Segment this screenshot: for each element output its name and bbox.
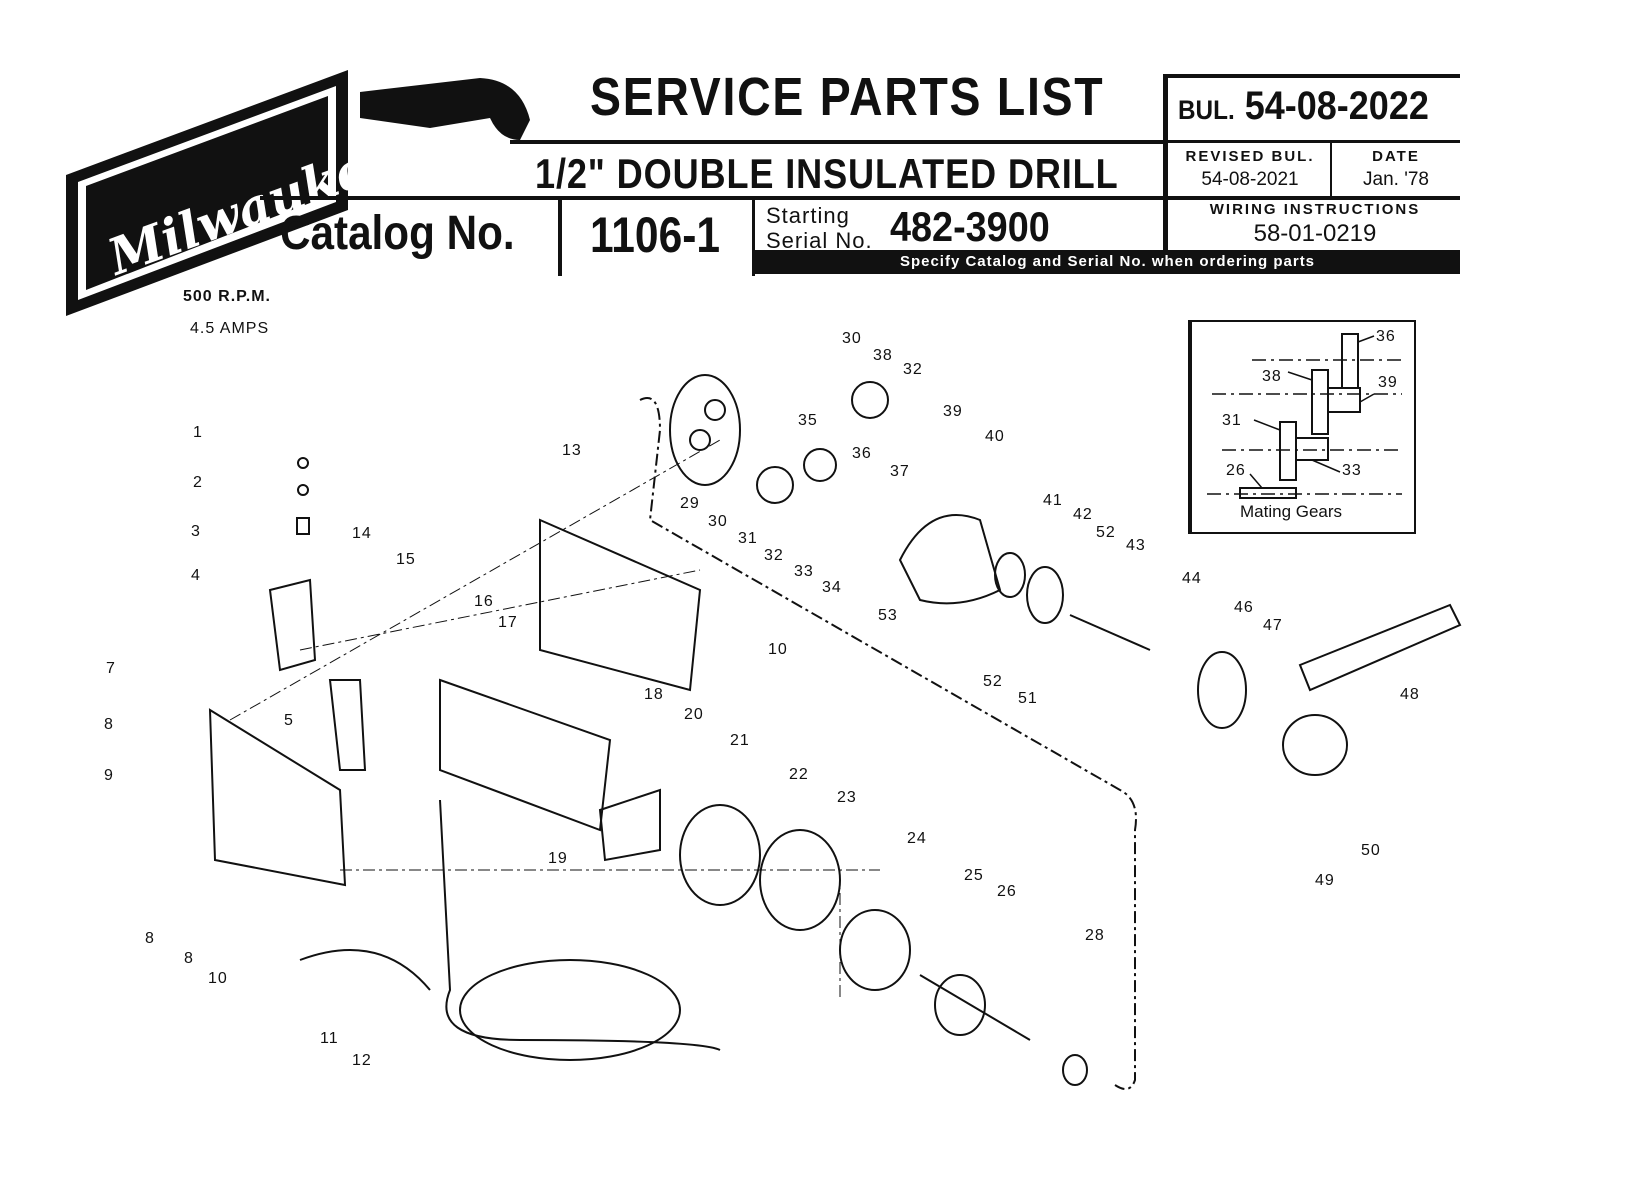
part-callout-number: 30 xyxy=(842,330,862,347)
part-callout-number: 4 xyxy=(191,567,201,584)
revised-value: 54-08-2021 xyxy=(1201,169,1299,190)
part-callout-number: 48 xyxy=(1400,686,1420,703)
divider xyxy=(558,196,562,276)
inset-label: 26 xyxy=(1226,462,1246,479)
part-callout-number: 35 xyxy=(798,412,818,429)
inset-label: 31 xyxy=(1222,412,1242,429)
part-callout-number: 10 xyxy=(208,970,228,987)
part-callout-number: 51 xyxy=(1018,690,1038,707)
bulletin-value: 54-08-2022 xyxy=(1244,84,1429,128)
date-value: Jan. '78 xyxy=(1363,169,1429,190)
part-callout-number: 52 xyxy=(1096,524,1116,541)
inset-label: 39 xyxy=(1378,374,1398,391)
part-callout-number: 30 xyxy=(708,513,728,530)
part-callout-number: 7 xyxy=(106,660,116,677)
part-callout-number: 14 xyxy=(352,525,372,542)
bulletin-prefix: BUL. xyxy=(1178,95,1235,125)
specify-note: Specify Catalog and Serial No. when orde… xyxy=(755,250,1460,274)
part-callout-number: 44 xyxy=(1182,570,1202,587)
part-callout-number: 20 xyxy=(684,706,704,723)
inset-label: 33 xyxy=(1342,462,1362,479)
wiring-label: WIRING INSTRUCTIONS xyxy=(1209,201,1421,218)
part-callout-number: 2 xyxy=(193,474,203,491)
part-callout-number: 46 xyxy=(1234,599,1254,616)
revised-label: REVISED BUL. xyxy=(1185,148,1315,165)
date-label: DATE xyxy=(1372,148,1420,165)
part-callout-number: 11 xyxy=(320,1030,339,1047)
part-callout-number: 13 xyxy=(562,442,582,459)
part-callout-number: 39 xyxy=(943,403,963,420)
part-callout-number: 12 xyxy=(352,1052,372,1069)
catalog-label: Catalog No. xyxy=(280,207,515,260)
divider xyxy=(1163,74,1168,252)
part-callout-number: 37 xyxy=(890,463,910,480)
divider xyxy=(510,140,1165,144)
divider xyxy=(1163,74,1460,78)
part-callout-number: 10 xyxy=(768,641,788,658)
part-callout-number: 26 xyxy=(997,883,1017,900)
part-callout-number: 18 xyxy=(644,686,664,703)
mating-gears-inset: 36 39 38 31 33 26 Mating Gears xyxy=(1188,320,1416,534)
part-callout-number: 16 xyxy=(474,593,494,610)
serial-label-line2: Serial No. xyxy=(766,228,873,253)
part-callout-number: 8 xyxy=(145,930,155,947)
page-title: SERVICE PARTS LIST xyxy=(590,67,1105,127)
part-callout-number: 17 xyxy=(498,614,518,631)
part-callout-number: 24 xyxy=(907,830,927,847)
part-callout-number: 5 xyxy=(284,712,294,729)
part-callout-number: 25 xyxy=(964,867,984,884)
part-callout-number: 33 xyxy=(794,563,814,580)
rpm-spec: 500 R.P.M. xyxy=(183,288,271,305)
milwaukee-logo: Milwaukee xyxy=(66,70,348,316)
part-callout-number: 41 xyxy=(1043,492,1063,509)
part-callout-number: 32 xyxy=(903,361,923,378)
part-callout-number: 15 xyxy=(396,551,416,568)
divider xyxy=(1330,140,1332,196)
part-callout-number: 38 xyxy=(873,347,893,364)
serial-label-line1: Starting xyxy=(766,203,850,228)
part-callout-number: 28 xyxy=(1085,927,1105,944)
part-callout-number: 49 xyxy=(1315,872,1335,889)
part-callout-number: 21 xyxy=(730,732,750,749)
part-callout-number: 19 xyxy=(548,850,568,867)
part-callout-number: 47 xyxy=(1263,617,1283,634)
divider xyxy=(1163,140,1460,143)
part-callout-number: 42 xyxy=(1073,506,1093,523)
inset-label: 36 xyxy=(1376,328,1396,345)
catalog-number: 1106-1 xyxy=(590,207,720,263)
part-callout-number: 8 xyxy=(104,716,114,733)
part-callout-number: 23 xyxy=(837,789,857,806)
part-callout-number: 52 xyxy=(983,673,1003,690)
part-callout-number: 43 xyxy=(1126,537,1146,554)
part-callout-number: 3 xyxy=(191,523,201,540)
part-callout-number: 29 xyxy=(680,495,700,512)
wiring-value: 58-01-0219 xyxy=(1253,220,1377,247)
part-callout-number: 34 xyxy=(822,579,842,596)
serial-label: Starting Serial No. xyxy=(766,203,873,253)
serial-number: 482-3900 xyxy=(890,203,1050,250)
part-callout-number: 22 xyxy=(789,766,809,783)
part-callout-number: 32 xyxy=(764,547,784,564)
part-callout-number: 9 xyxy=(104,767,114,784)
divider xyxy=(260,196,1460,200)
divider xyxy=(752,196,755,276)
product-subtitle: 1/2" DOUBLE INSULATED DRILL xyxy=(535,150,1119,197)
inset-label: 38 xyxy=(1262,368,1282,385)
bulletin-number: BUL. 54-08-2022 xyxy=(1178,84,1429,129)
part-callout-number: 8 xyxy=(184,950,194,967)
part-callout-number: 31 xyxy=(738,530,758,547)
part-callout-number: 40 xyxy=(985,428,1005,445)
amps-spec: 4.5 AMPS xyxy=(190,320,270,337)
part-callout-number: 1 xyxy=(193,424,203,441)
part-callout-number: 53 xyxy=(878,607,898,624)
inset-title: Mating Gears xyxy=(1240,502,1343,521)
part-callout-number: 36 xyxy=(852,445,872,462)
part-callout-number: 50 xyxy=(1361,842,1381,859)
